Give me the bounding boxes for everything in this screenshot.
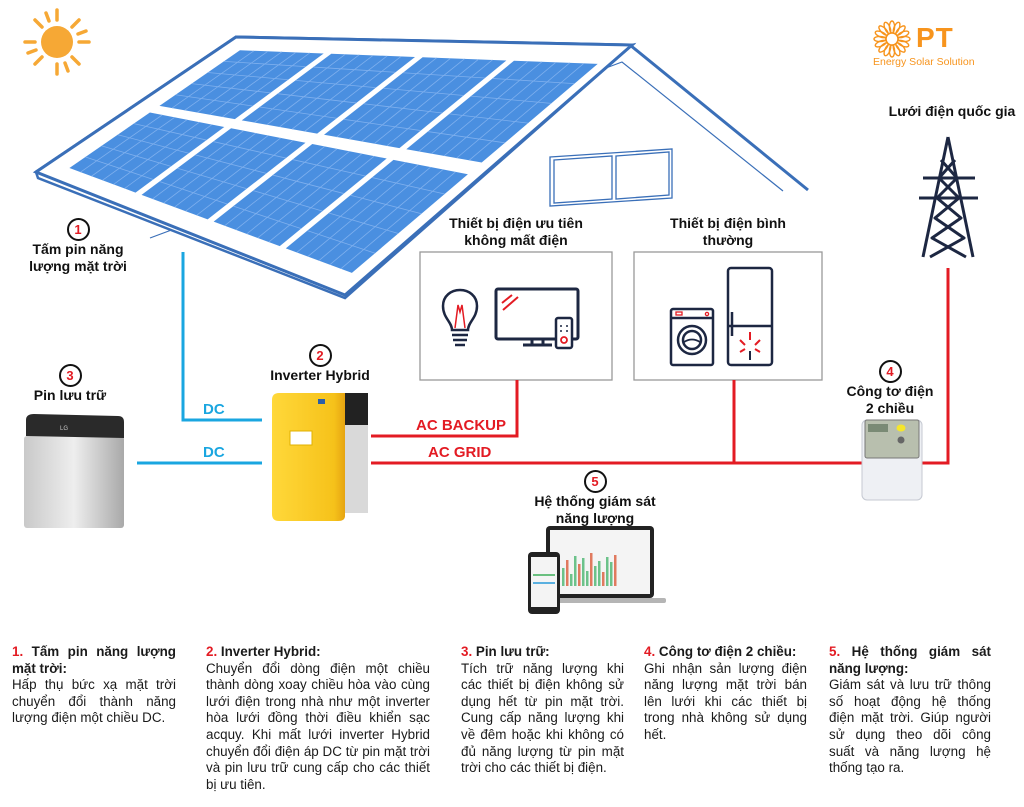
dc-panel-wire-label: DC <box>203 401 225 418</box>
grid-label: Lưới điện quốc gia <box>888 103 1016 119</box>
tv-icon <box>494 287 580 347</box>
description-3: 3. Pin lưu trữ:Tích trữ năng lượng khi c… <box>461 644 624 776</box>
solar-module <box>324 57 507 149</box>
refrigerator-icon <box>726 266 774 367</box>
ac-wires <box>371 268 950 465</box>
remote-icon <box>554 316 574 350</box>
ac-grid-wire-label: AC GRID <box>428 444 492 461</box>
solar-module <box>406 60 598 163</box>
svg-text:LG: LG <box>60 426 68 432</box>
brand-sunflower-icon <box>873 20 911 58</box>
window-icon <box>549 148 673 207</box>
component-number: 1 <box>66 218 90 241</box>
description-2: 2. Inverter Hybrid:Chuyển đổi dòng điện … <box>206 644 430 792</box>
description-4: 4. Công tơ điện 2 chiều:Ghi nhận sản lượ… <box>644 644 807 742</box>
component-number: 2 <box>308 344 332 367</box>
dc-battery-wire-label: DC <box>203 444 225 461</box>
washing-machine-icon <box>669 307 715 367</box>
component-label-battery: 3 Pin lưu trữ <box>10 364 130 404</box>
solar-module <box>159 50 324 120</box>
component-number: 5 <box>583 470 607 493</box>
transmission-tower-icon <box>919 136 978 259</box>
light-bulb-icon <box>441 288 479 347</box>
component-number: 4 <box>878 360 902 383</box>
battery-storage-image: LG <box>24 414 124 528</box>
dc-wires <box>137 252 262 465</box>
solar-module <box>285 159 468 273</box>
solar-module <box>241 53 416 134</box>
brand-name: PT <box>916 22 954 53</box>
solar-panel-array <box>32 35 636 297</box>
electric-meter-image <box>861 419 923 501</box>
monitoring-devices-image <box>528 526 666 614</box>
description-5: 5. Hệ thống giám sát năng lượng:Giám sát… <box>829 644 991 776</box>
brand-tagline: Energy Solar Solution <box>873 56 975 68</box>
sun-icon <box>23 8 91 76</box>
inverter-hybrid-image <box>272 393 368 521</box>
solar-module <box>213 144 387 247</box>
ac-backup-wire-label: AC BACKUP <box>416 417 506 434</box>
priority-load-box <box>419 251 613 381</box>
solar-module <box>141 128 306 220</box>
component-label-inverter: 2 Inverter Hybrid <box>255 344 385 384</box>
component-number: 3 <box>58 364 82 387</box>
description-1: 1. Tấm pin năng lượng mặt trời:Hấp thụ b… <box>12 644 176 726</box>
